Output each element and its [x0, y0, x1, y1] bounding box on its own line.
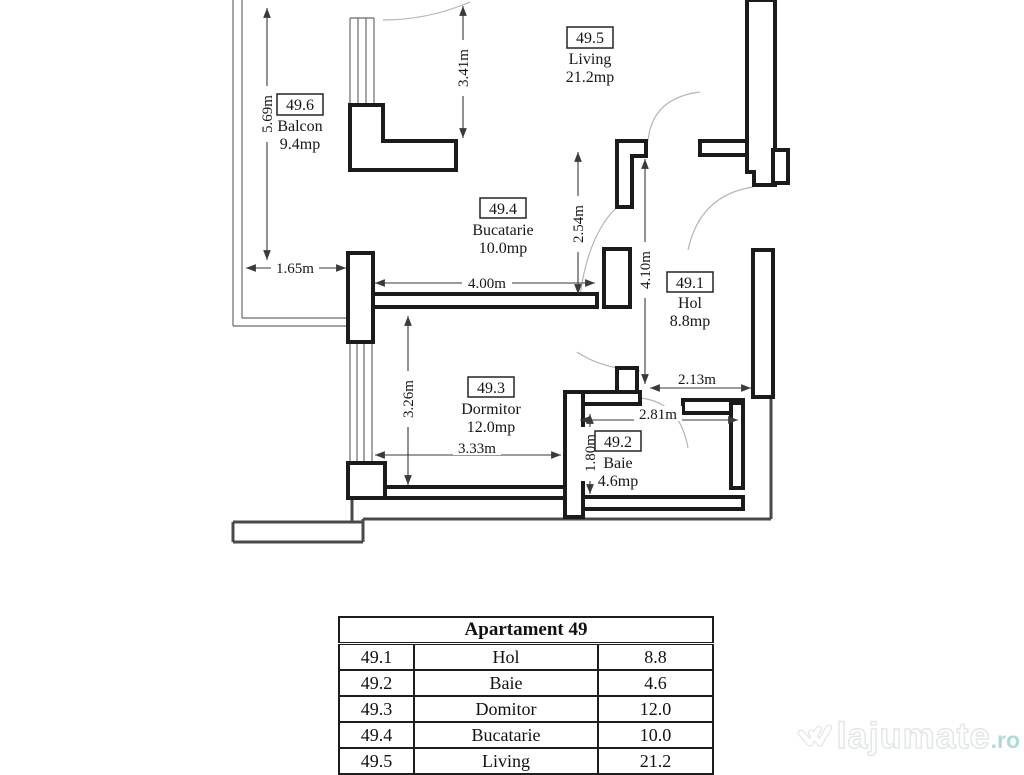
room-label-baie: 49.2 Baie 4.6mp [594, 430, 642, 490]
room-id: 49.2 [604, 434, 632, 451]
walls [346, 0, 790, 519]
room-area: 9.4mp [280, 136, 320, 153]
row-id: 49.1 [338, 642, 415, 671]
svg-text:3.26m: 3.26m [401, 380, 417, 418]
apartment-table: Apartament 49 49.1 Hol 8.8 49.2 Baie 4.6… [337, 616, 715, 775]
row-area: 4.6 [596, 669, 715, 697]
room-name: Living [569, 51, 612, 68]
table-row: 49.1 Hol 8.8 [338, 642, 715, 671]
table-header-row: Apartament 49 [337, 616, 715, 645]
watermark-brand: lajumate.ro [836, 714, 1020, 756]
room-label-bucatarie: 49.4 Bucatarie 10.0mp [472, 197, 534, 257]
row-name: Bucatarie [413, 721, 599, 749]
row-area: 12.0 [596, 695, 715, 723]
row-area: 10.0 [596, 721, 715, 749]
row-id: 49.5 [338, 747, 415, 775]
dim-label-2-81m: 2.81m [634, 406, 682, 423]
svg-text:4.00m: 4.00m [468, 276, 506, 292]
row-name: Hol [413, 642, 599, 671]
table-row: 49.2 Baie 4.6 [338, 669, 715, 697]
row-area: 21.2 [596, 747, 715, 775]
table-row: 49.5 Living 21.2 [338, 747, 715, 775]
svg-text:1.65m: 1.65m [276, 261, 314, 277]
table-row: 49.3 Domitor 12.0 [338, 695, 715, 723]
dim-label-3-41m: 3.41m [454, 40, 472, 96]
room-id: 49.6 [286, 97, 314, 114]
dim-label-2-13m: 2.13m [673, 371, 721, 388]
row-id: 49.2 [338, 669, 415, 697]
svg-text:2.54m: 2.54m [571, 205, 587, 243]
room-label-hol: 49.1 Hol 8.8mp [666, 271, 714, 330]
watermark-tld: .ro [990, 727, 1020, 753]
row-id: 49.3 [338, 695, 415, 723]
dim-label-1-65m: 1.65m [271, 260, 319, 277]
balcony-outline [232, 0, 352, 327]
lajumate-logo-icon [797, 724, 833, 747]
room-area: 10.0mp [479, 240, 527, 257]
table-title: Apartament 49 [337, 616, 715, 645]
outer-boundary [231, 397, 773, 544]
row-name: Domitor [413, 695, 599, 723]
dim-label-4-10m: 4.10m [636, 242, 654, 298]
dim-label-5-69m: 5.69m [258, 86, 276, 142]
room-area: 12.0mp [467, 419, 515, 436]
room-name: Hol [678, 295, 703, 312]
svg-text:4.10m: 4.10m [638, 251, 654, 289]
watermark: lajumate.ro [796, 712, 1020, 764]
room-id: 49.5 [576, 30, 604, 47]
room-name: Dormitor [461, 401, 521, 418]
room-name: Balcon [277, 118, 322, 135]
room-area: 21.2mp [566, 69, 614, 86]
room-id: 49.1 [676, 275, 704, 292]
row-name: Living [413, 747, 599, 775]
floor-plan: 5.69m 1.65m 3.41m 4.00m 2.54m 4.10m 2.13… [231, 0, 790, 544]
room-name: Bucatarie [472, 222, 533, 239]
svg-text:3.41m: 3.41m [456, 49, 472, 87]
room-label-balcon: 49.6 Balcon 9.4mp [276, 93, 324, 153]
room-label-living: 49.5 Living 21.2mp [566, 26, 614, 86]
room-label-dormitor: 49.3 Dormitor 12.0mp [461, 376, 521, 436]
svg-text:2.81m: 2.81m [639, 407, 677, 423]
dim-label-2-54m: 2.54m [569, 196, 587, 252]
dim-label-4-00m: 4.00m [462, 275, 512, 292]
room-name: Baie [603, 455, 632, 472]
svg-text:3.33m: 3.33m [458, 441, 496, 457]
room-id: 49.3 [477, 380, 505, 397]
room-id: 49.4 [489, 201, 517, 218]
dim-label-3-26m: 3.26m [399, 371, 417, 427]
room-labels: 49.6 Balcon 9.4mp 49.5 Living 21.2mp 49.… [276, 26, 714, 490]
table-row: 49.4 Bucatarie 10.0 [338, 721, 715, 749]
svg-text:5.69m: 5.69m [260, 95, 276, 133]
row-area: 8.8 [596, 642, 715, 671]
dim-label-3-33m: 3.33m [453, 440, 501, 457]
svg-text:2.13m: 2.13m [678, 372, 716, 388]
window-lines [349, 17, 375, 463]
room-area: 8.8mp [670, 313, 710, 330]
row-id: 49.4 [338, 721, 415, 749]
row-name: Baie [413, 669, 599, 697]
room-area: 4.6mp [598, 473, 638, 490]
